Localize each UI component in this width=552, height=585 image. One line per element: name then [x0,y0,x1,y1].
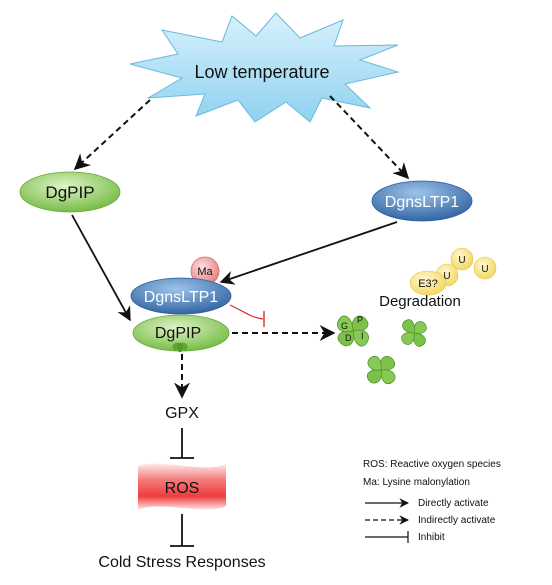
fragment-letter-g: G [341,321,348,331]
dgnsltp1-right-label: DgnsLTP1 [385,194,460,211]
fragment-leaf [402,319,415,334]
ma-label: Ma [197,266,213,278]
dgnsltp1-ellipse [371,180,473,222]
complex-dgnsltp1-ellipse [130,277,232,315]
fragment-cluster-1: P I D G [337,315,369,347]
ubiquitin-2 [473,256,497,280]
legend-ros-definition: ROS: Reactive oxygen species [363,459,501,470]
direct-arrow-dgpip-to-complex [71,214,131,322]
inhibit-arrow-dgnsltp1-on-degradation [229,304,264,320]
direct-arrow-dgnsltp1-to-complex [219,221,398,285]
legend-direct-label: Directly activate [418,498,489,509]
fragment-letter-d: D [345,333,352,343]
dgpip-left-label: DgPIP [45,183,94,202]
ubiquitin-1-label: U [458,255,465,266]
legend-inhibit-label: Inhibit [418,532,445,543]
legend-indirect-label: Indirectly activate [418,515,496,526]
e3-ligase-group: U U U E3? [409,247,497,296]
e3-label: E3? [418,278,438,290]
ros-label: ROS [165,480,200,497]
legend: ROS: Reactive oxygen species Ma: Lysine … [363,459,501,543]
burst-shape [129,12,400,123]
gpx-label: GPX [165,405,199,422]
fragment-leaf [401,332,415,345]
indirect-arrow-temp-to-dgnsltp1 [329,95,410,180]
clover-icon [172,342,188,353]
indirect-arrow-temp-to-dgpip [73,99,151,171]
legend-ma-definition: Ma: Lysine malonylation [363,477,470,488]
fragment-cluster-3 [366,355,396,385]
degradation-label: Degradation [379,293,461,310]
fragment-cluster-2 [401,319,427,347]
ubiquitin-1 [450,247,474,271]
fragment-leaf [337,315,354,333]
low-temperature-node: Low temperature [129,12,400,123]
complex-dgpip-label: DgPIP [155,325,201,342]
fragment-letter-p: P [357,315,363,325]
fragment-letter-i: I [361,331,364,341]
dgpip-node-left: DgPIP [19,171,121,213]
fragment-leaf [380,369,396,385]
low-temperature-label: Low temperature [194,62,329,82]
fragment-leaf [379,355,396,371]
ubiquitin-3-label: U [443,271,450,282]
fragment-leaf [367,355,382,371]
fragment-leaf [413,321,427,334]
ros-node: ROS [138,463,226,510]
complex-dgpip-node: DgPIP [132,314,230,353]
complex-dgnsltp1-node: DgnsLTP1 [130,277,232,315]
cold-stress-label: Cold Stress Responses [98,554,265,571]
complex-dgnsltp1-label: DgnsLTP1 [144,289,219,306]
fragment-leaf [413,332,426,347]
dgpip-ellipse [19,171,121,213]
ros-shape [138,463,226,510]
e3-ellipse [409,270,447,296]
ubiquitin-2-label: U [481,264,488,275]
fragment-leaf [366,369,382,384]
dgnsltp1-node-right: DgnsLTP1 [371,180,473,222]
fragment-leaf [352,329,369,347]
